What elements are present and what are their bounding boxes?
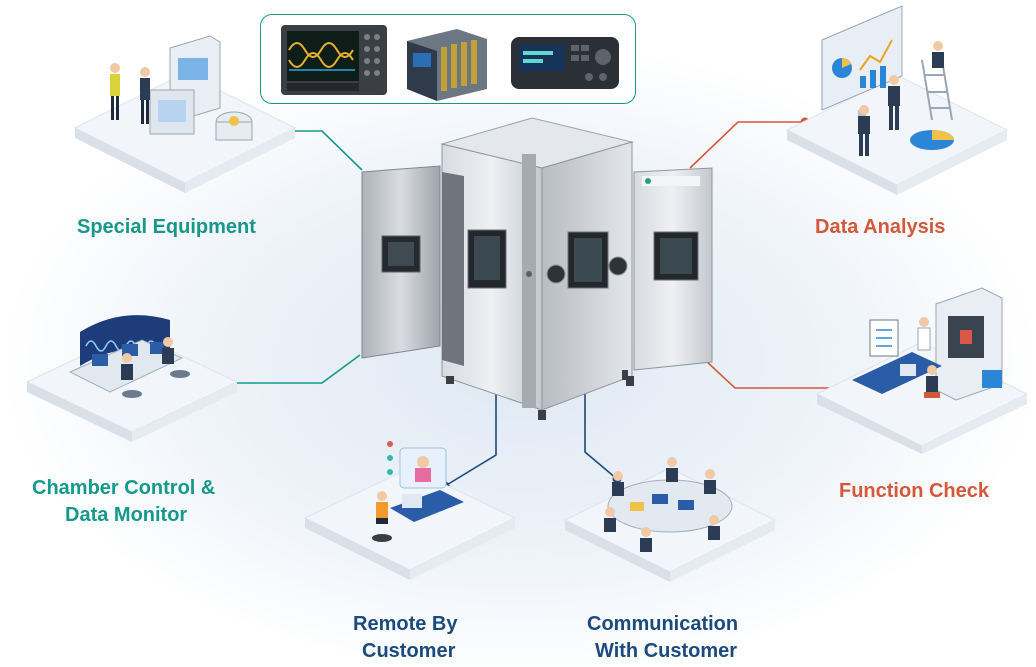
data-acquisition-icon <box>407 29 487 101</box>
instruments-callout <box>260 14 636 104</box>
signal-generator-icon <box>511 37 619 89</box>
special-equipment-label: Special Equipment <box>77 216 256 238</box>
communication-label-line1: Communication <box>587 613 739 635</box>
remote-label-line2: Customer <box>362 640 456 662</box>
data-analysis-label: Data Analysis <box>815 216 946 238</box>
inspectors-icon <box>917 317 940 398</box>
communication-illustration <box>560 440 780 590</box>
connector-chamber-control <box>220 354 361 384</box>
connector-communication <box>584 386 618 480</box>
data-analysis-illustration <box>782 0 1012 200</box>
special-equipment-illustration <box>70 28 300 198</box>
function-check-illustration <box>812 284 1032 454</box>
meeting-people-icon <box>604 457 720 552</box>
communication-label-line2: With Customer <box>595 640 738 662</box>
analysts-icon <box>858 41 944 156</box>
chamber-control-label-line2: Data Monitor <box>65 504 188 526</box>
operators-icon <box>121 337 190 398</box>
test-chamber-illustration <box>352 114 722 424</box>
chamber-control-illustration <box>22 292 242 442</box>
oscilloscope-icon <box>281 25 387 95</box>
chamber-control-label-line1: Chamber Control & <box>32 477 216 499</box>
connector-remote <box>444 392 497 487</box>
remote-illustration <box>300 438 520 588</box>
technicians-icon <box>110 63 150 124</box>
function-check-label: Function Check <box>839 480 990 502</box>
connector-function-check <box>704 359 838 389</box>
remote-label-line1: Remote By <box>353 613 458 635</box>
remote-user-icon <box>372 491 392 542</box>
connector-data-analysis <box>689 121 805 169</box>
